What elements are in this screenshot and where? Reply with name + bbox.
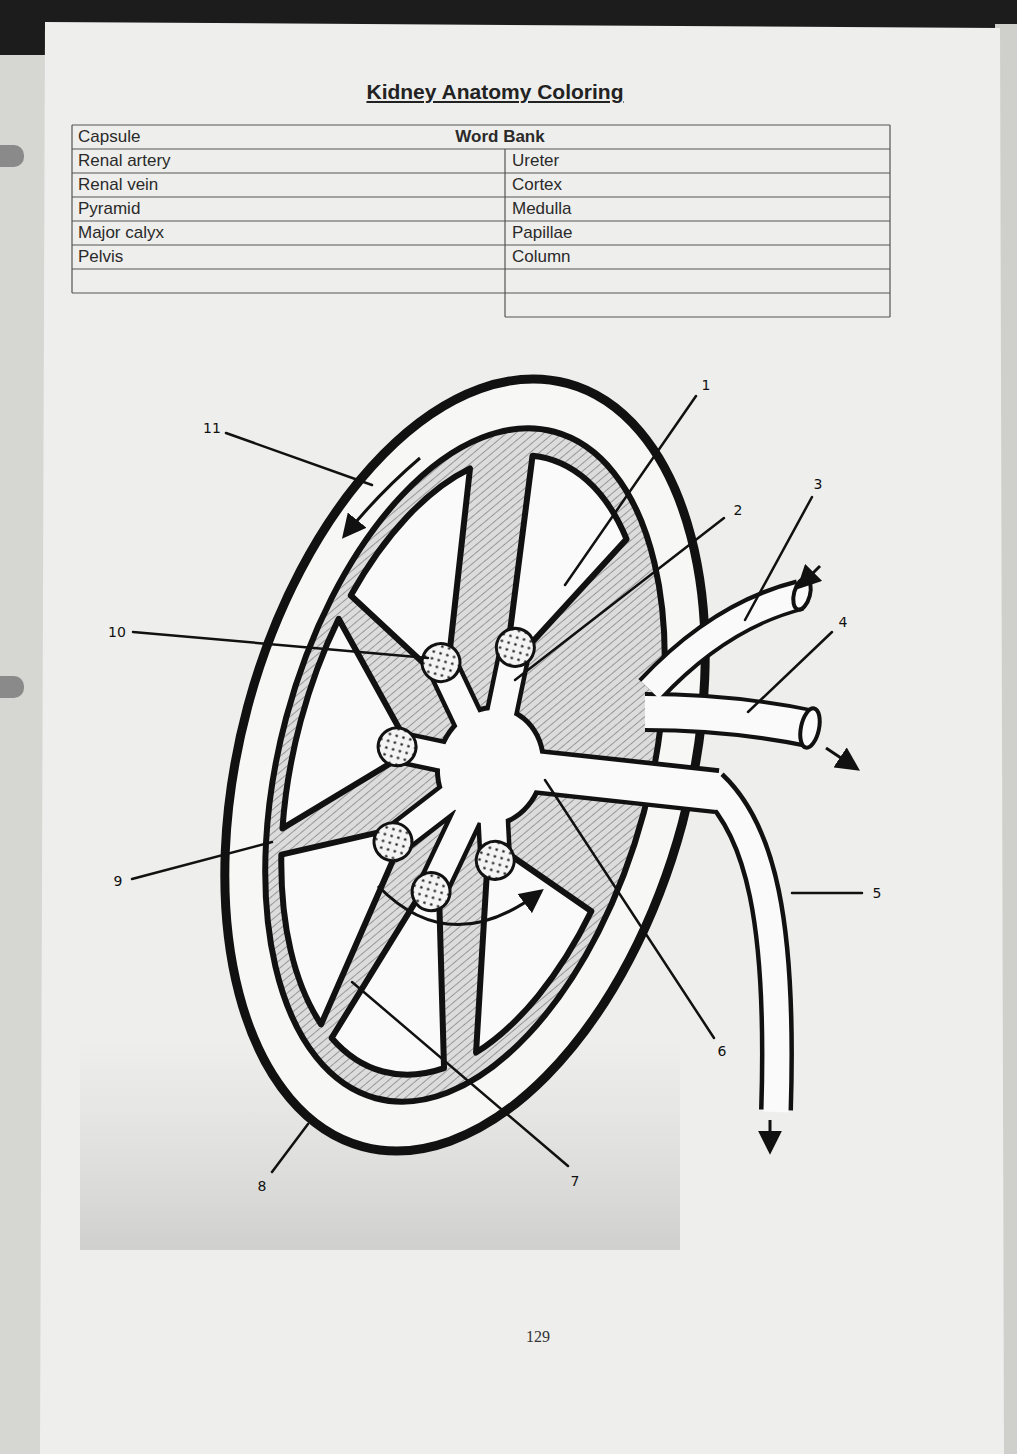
- artery-opening: [790, 576, 814, 611]
- callout-number: 11: [203, 420, 221, 436]
- table-cell: Papillae: [512, 223, 573, 243]
- table-cell: Medulla: [512, 199, 572, 219]
- callout-number: 10: [108, 624, 126, 640]
- vein-opening: [797, 707, 823, 750]
- vessel-fills: [645, 595, 810, 1112]
- callout-number: 4: [839, 614, 848, 630]
- capsule-outline: [145, 325, 784, 1205]
- kidney-body: [145, 325, 784, 1205]
- callout-number: 5: [873, 885, 882, 901]
- table-cell: Pyramid: [78, 199, 140, 219]
- page-number: 129: [526, 1328, 550, 1346]
- table-cell: Pelvis: [78, 247, 123, 267]
- cortex-outline: [197, 384, 733, 1146]
- papillae: [340, 601, 573, 929]
- flow-arrows: [345, 458, 856, 1150]
- binder-ring: [0, 145, 24, 167]
- word-bank-table: [72, 125, 890, 317]
- callout-number: 8: [258, 1178, 267, 1194]
- leader-lines: [132, 396, 862, 1172]
- callout-number: 7: [571, 1173, 580, 1189]
- callout-number: 6: [718, 1043, 727, 1059]
- binder-ring: [0, 676, 24, 698]
- table-cell: Cortex: [512, 175, 562, 195]
- page-title: Kidney Anatomy Coloring: [366, 80, 623, 104]
- page-sheet: [40, 22, 1004, 1454]
- table-cell: Column: [512, 247, 571, 267]
- table-cell: Capsule: [78, 127, 140, 147]
- table-cell: Major calyx: [78, 223, 164, 243]
- table-cell: Ureter: [512, 151, 559, 171]
- callout-number: 3: [814, 476, 823, 492]
- table-cell: Renal artery: [78, 151, 171, 171]
- callout-number: 9: [114, 873, 123, 889]
- callout-number: 1: [702, 377, 711, 393]
- table-header: Word Bank: [455, 127, 544, 147]
- callout-number: 2: [734, 502, 743, 518]
- table-cell: Renal vein: [78, 175, 158, 195]
